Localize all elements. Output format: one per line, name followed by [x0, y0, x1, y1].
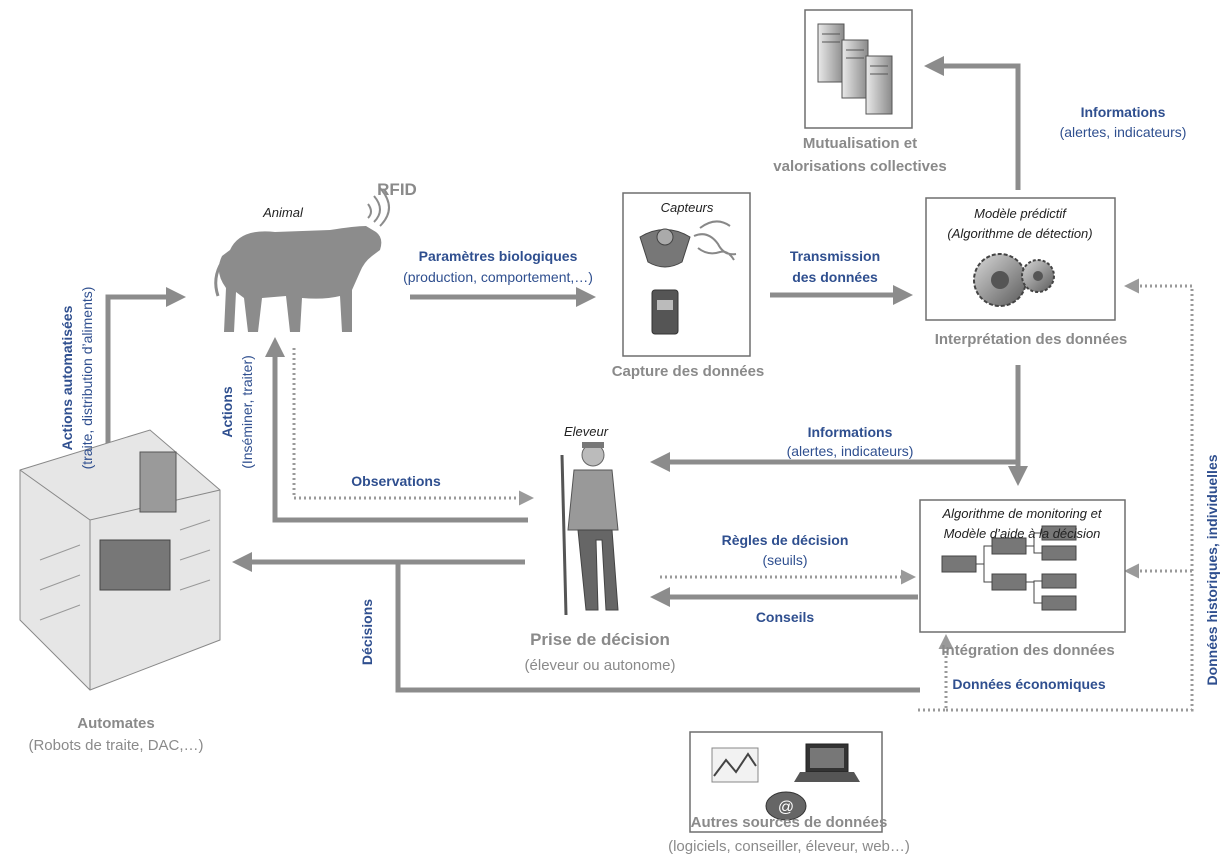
arrow-actions-to-animal — [265, 337, 528, 523]
gear-icon — [973, 253, 1055, 307]
label-prise-2: (éleveur ou autonome) — [525, 657, 676, 674]
label-info-top-sub: (alertes, indicateurs) — [1060, 124, 1187, 140]
arrow-observations — [292, 348, 534, 506]
label-modele-2: (Algorithme de détection) — [947, 226, 1092, 241]
label-interpretation: Interprétation des données — [935, 331, 1128, 348]
label-prise-1: Prise de décision — [530, 630, 670, 649]
label-mutual-1: Mutualisation et — [803, 135, 917, 152]
capteurs-box — [622, 192, 751, 357]
label-param-bio: Paramètres biologiques — [419, 248, 578, 264]
label-transmission-1: Transmission — [790, 248, 880, 264]
farmer-icon — [560, 442, 619, 616]
rfid-signal-icon — [367, 187, 390, 227]
label-automates-sub: (Robots de traite, DAC,…) — [28, 737, 203, 754]
label-mutual-2: valorisations collectives — [773, 158, 946, 175]
label-actions-sub: (Inséminer, traiter) — [239, 355, 255, 469]
label-animal: Animal — [262, 205, 304, 220]
chart-icon — [711, 747, 759, 783]
laptop-icon — [794, 743, 860, 782]
label-algo-1: Algorithme de monitoring et — [942, 506, 1103, 521]
label-autres-2: (logiciels, conseiller, éleveur, web…) — [668, 838, 910, 855]
label-modele-1: Modèle prédictif — [974, 206, 1067, 221]
label-actions: Actions — [219, 386, 235, 438]
label-algo-2: Modèle d’aide à la décision — [944, 526, 1101, 541]
email-icon: @ — [765, 791, 807, 821]
label-automates: Automates — [77, 715, 155, 732]
server-icon — [817, 23, 893, 115]
label-actions-auto-sub: (traite, distribution d’aliments) — [79, 287, 95, 470]
robot-icon — [19, 429, 221, 691]
label-autres-1: Autres sources de données — [691, 814, 888, 831]
label-info-top: Informations — [1081, 104, 1166, 120]
decision-tree-icon — [941, 525, 1077, 611]
label-integration: Intégration des données — [941, 642, 1114, 659]
label-conseils: Conseils — [756, 609, 815, 625]
arrow-historiques — [946, 278, 1194, 712]
label-actions-auto: Actions automatisées — [59, 305, 75, 450]
label-eleveur: Eleveur — [564, 424, 609, 439]
label-regles-sub: (seuils) — [762, 552, 807, 568]
label-historiques: Données historiques, individuelles — [1204, 454, 1220, 685]
label-capture: Capture des données — [612, 363, 765, 380]
arrow-decisions — [395, 562, 920, 693]
label-capteurs: Capteurs — [661, 200, 714, 215]
cow-icon — [214, 226, 382, 332]
sensor-icon — [639, 220, 737, 335]
svg-text:@: @ — [778, 799, 794, 816]
modele-box — [925, 197, 1116, 321]
label-param-bio-sub: (production, comportement,…) — [403, 269, 593, 285]
label-info-mid-sub: (alertes, indicateurs) — [787, 443, 914, 459]
label-observations: Observations — [351, 473, 441, 489]
label-regles: Règles de décision — [722, 532, 849, 548]
arrow-automates-to-animal — [105, 287, 186, 490]
label-info-mid: Informations — [808, 424, 893, 440]
label-rfid: RFID — [377, 180, 417, 199]
label-decisions: Décisions — [359, 599, 375, 665]
arrow-modele-to-mutualisation — [924, 56, 1021, 190]
label-donnees-eco: Données économiques — [952, 676, 1105, 692]
label-transmission-2: des données — [792, 269, 878, 285]
